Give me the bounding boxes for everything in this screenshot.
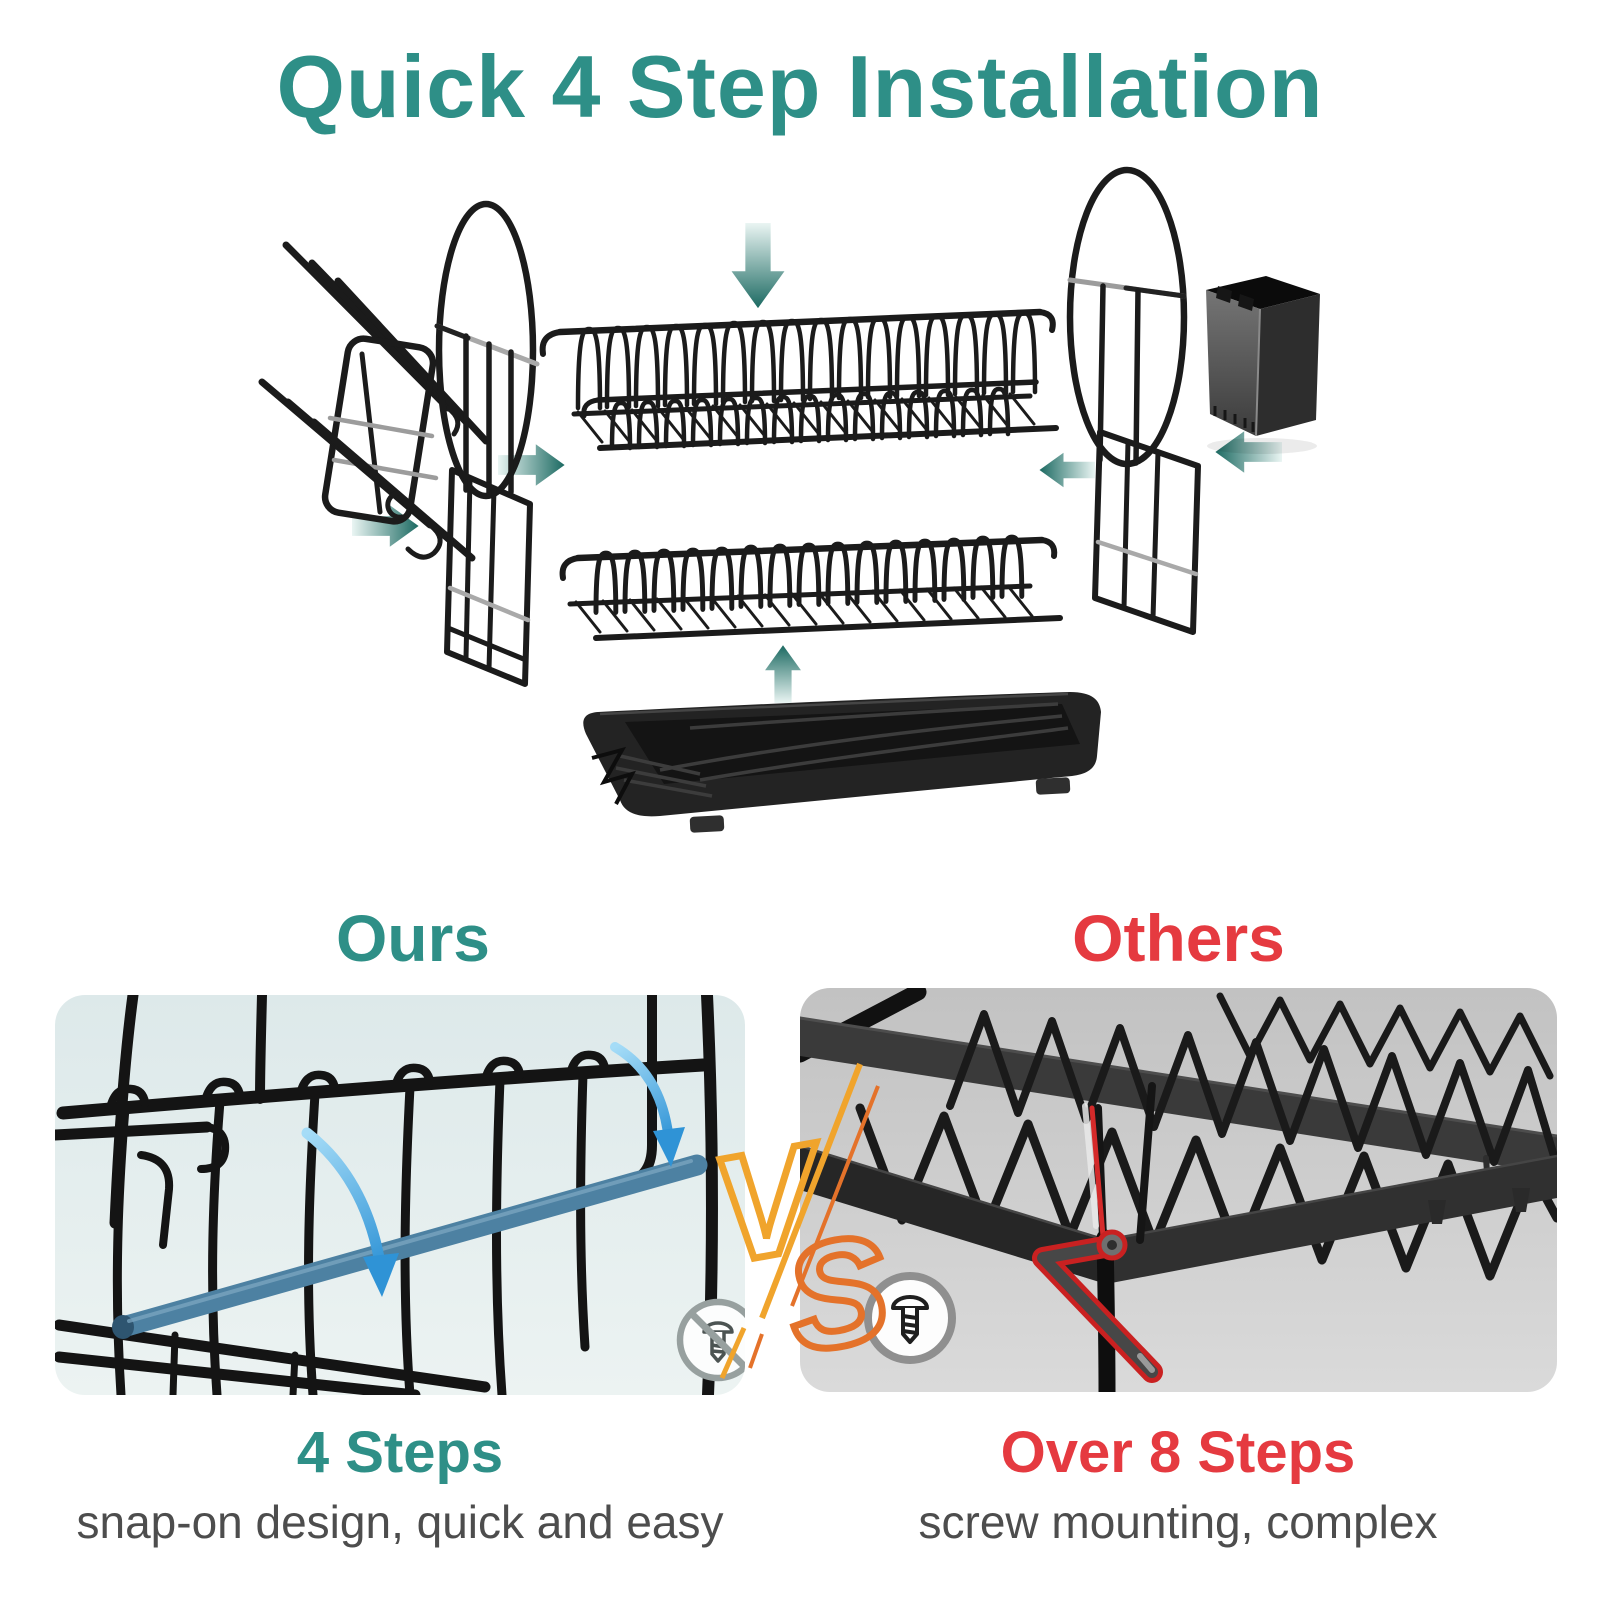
screw-icon bbox=[864, 1272, 956, 1364]
others-steps-label: Over 8 Steps bbox=[1000, 1420, 1356, 1485]
vs-mark: V S bbox=[698, 1062, 904, 1386]
vs-lightning-slash bbox=[719, 1062, 880, 1380]
assembly-arrow-down bbox=[731, 223, 785, 309]
snap-direction-arrow bbox=[301, 1042, 685, 1297]
assembly-arrow-up bbox=[765, 645, 801, 703]
bottom-dish-rack bbox=[559, 538, 1063, 641]
others-wire-rack bbox=[800, 988, 1557, 1392]
ours-caption-block: 4 Steps snap-on design, quick and easy bbox=[30, 1420, 770, 1547]
ours-caption: snap-on design, quick and easy bbox=[76, 1495, 724, 1548]
ours-steps-label: 4 Steps bbox=[296, 1420, 504, 1485]
allen-key-tool bbox=[1032, 1229, 1163, 1383]
ours-heading: Ours bbox=[335, 901, 491, 975]
assembly-diagram bbox=[258, 166, 1320, 833]
drip-tray bbox=[583, 692, 1101, 833]
snap-on-rod bbox=[112, 1154, 708, 1339]
others-caption-block: Over 8 Steps screw mounting, complex bbox=[808, 1420, 1548, 1547]
others-heading: Others bbox=[1072, 901, 1285, 975]
left-side-frame bbox=[434, 200, 540, 687]
others-caption: screw mounting, complex bbox=[918, 1495, 1438, 1548]
ours-wire-rack bbox=[55, 995, 719, 1395]
utensil-holder bbox=[1206, 276, 1320, 454]
right-side-frame bbox=[1066, 166, 1201, 635]
others-photo bbox=[800, 988, 1557, 1392]
vs-letter-s: S bbox=[773, 1202, 901, 1385]
ours-photo bbox=[55, 995, 745, 1395]
cup-holder-parts bbox=[258, 241, 490, 562]
assembly-arrow-left-lower bbox=[1039, 452, 1095, 488]
top-dish-rack bbox=[539, 308, 1059, 451]
page-title: Quick 4 Step Installation bbox=[276, 37, 1324, 136]
